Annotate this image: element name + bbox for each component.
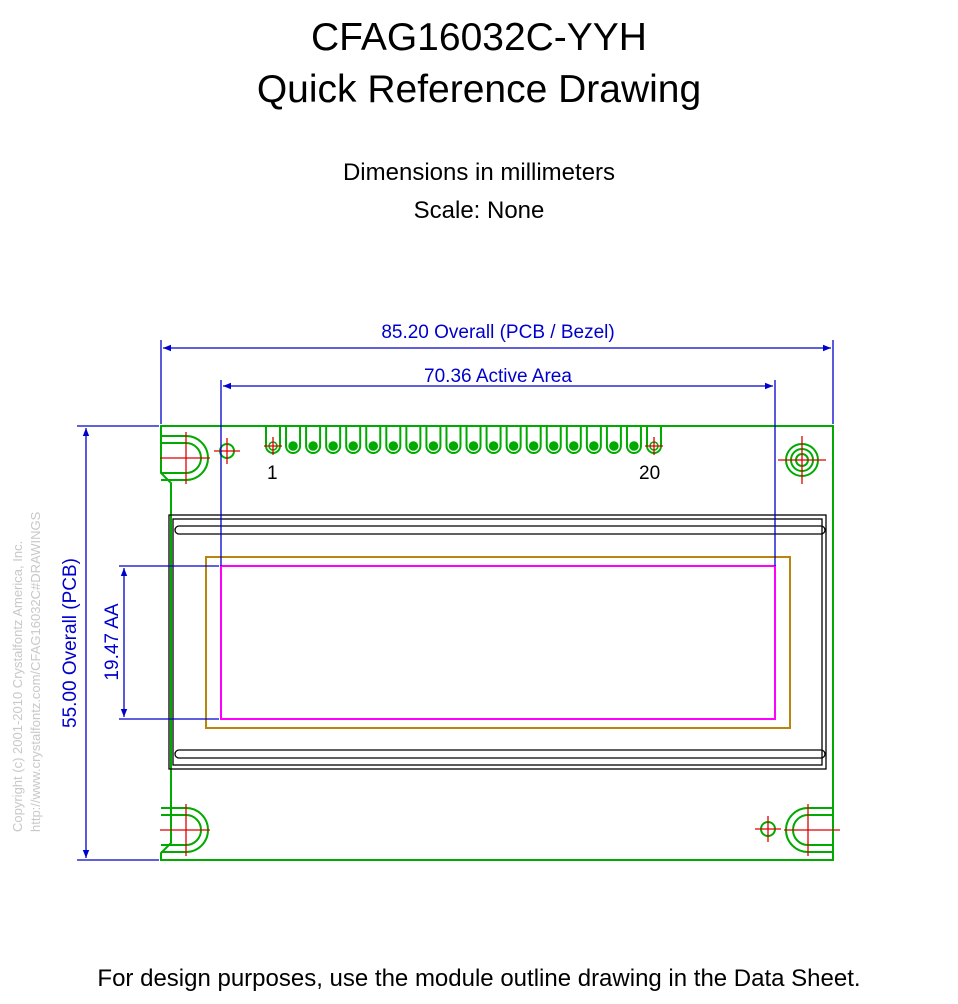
header-pin — [285, 427, 302, 454]
alignment-hole-top-left — [214, 438, 240, 464]
pin-label-first: 1 — [267, 463, 278, 484]
active-height-label: 19.47 AA — [102, 603, 123, 680]
header-pin — [405, 427, 422, 454]
mounting-slot-bottom-left — [160, 804, 210, 856]
dimension-overall-width: 85.20 Overall (PCB / Bezel) — [160, 322, 834, 424]
dimension-overall-height: 55.00 Overall (PCB) — [60, 425, 159, 861]
pcb-outline — [160, 425, 834, 861]
header-pin — [565, 427, 582, 454]
active-area — [220, 565, 776, 720]
mounting-hole-top-right — [778, 436, 826, 484]
header-pin — [345, 427, 362, 454]
dimension-active-width: 70.36 Active Area — [220, 366, 776, 566]
header-pin — [325, 427, 342, 454]
mounting-slot-bottom-right — [784, 804, 840, 856]
design-note: For design purposes, use the module outl… — [97, 965, 861, 992]
bezel-frame — [168, 514, 827, 770]
alignment-hole-bottom-right — [755, 816, 781, 842]
dimension-active-height: 19.47 AA — [102, 565, 219, 720]
header-pin — [585, 427, 602, 454]
pin-header — [264, 427, 663, 455]
header-pin — [465, 427, 482, 454]
header-pin — [485, 427, 502, 454]
mounting-slot-top-left — [160, 432, 210, 484]
overall-height-label: 55.00 Overall (PCB) — [60, 558, 81, 728]
viewing-area — [205, 556, 791, 729]
drawing-subtitle: Quick Reference Drawing — [256, 68, 702, 111]
header-pin — [605, 427, 622, 454]
header-pin — [445, 427, 462, 454]
active-width-label: 70.36 Active Area — [424, 366, 572, 387]
overall-width-label: 85.20 Overall (PCB / Bezel) — [381, 322, 614, 343]
header-pin — [305, 427, 322, 454]
drawing-title: CFAG16032C-YYH — [311, 16, 647, 59]
header-pin — [545, 427, 562, 454]
header-pin — [365, 427, 382, 454]
pin-label-last: 20 — [639, 463, 660, 484]
header-pin — [425, 427, 442, 454]
header-pin — [625, 427, 642, 454]
units-note: Dimensions in millimeters — [342, 159, 616, 186]
header-pin — [385, 427, 402, 454]
copyright-line-2: http://www.crystalfontz.com/CFAG16032C#D… — [28, 511, 43, 832]
header-pin — [264, 427, 282, 455]
scale-note: Scale: None — [413, 197, 545, 224]
header-pin — [505, 427, 522, 454]
header-pin — [645, 427, 663, 455]
header-pin — [525, 427, 542, 454]
copyright-line-1: Copyright (c) 2001-2010 Crystalfontz Ame… — [10, 541, 25, 832]
